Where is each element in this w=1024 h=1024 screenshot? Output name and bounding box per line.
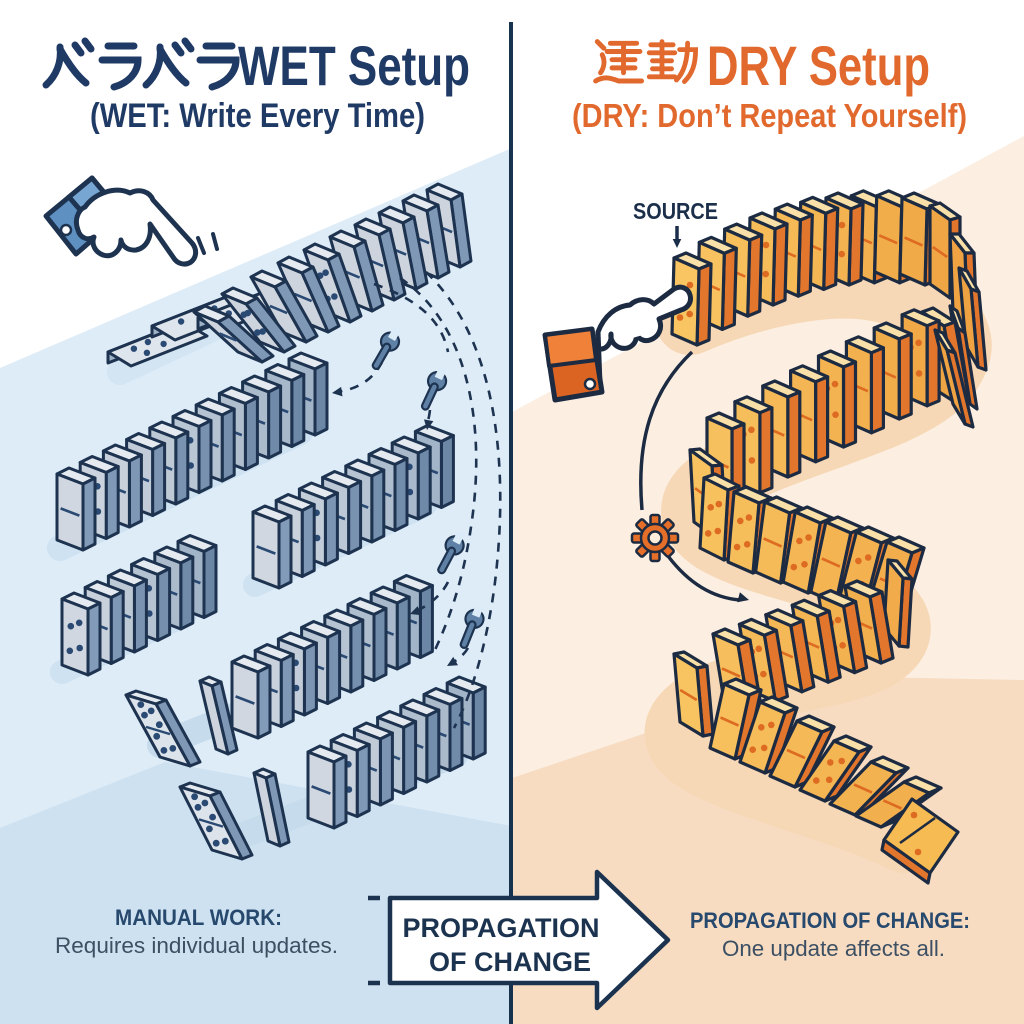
svg-text:Requires individual updates.: Requires individual updates.: [55, 933, 338, 958]
svg-text:(WET: Write Every Time): (WET: Write Every Time): [90, 97, 425, 135]
svg-text:One update affects all.: One update affects all.: [722, 936, 945, 961]
svg-text:PROPAGATION: PROPAGATION: [402, 913, 599, 943]
svg-text:MANUAL WORK:: MANUAL WORK:: [115, 905, 282, 930]
svg-text:PROPAGATION OF CHANGE:: PROPAGATION OF CHANGE:: [690, 908, 970, 933]
svg-text:(DRY: Don’t Repeat Yourself): (DRY: Don’t Repeat Yourself): [572, 97, 967, 134]
svg-text:OF CHANGE: OF CHANGE: [429, 947, 591, 977]
svg-text:DRY Setup: DRY Setup: [707, 34, 930, 97]
svg-text:SOURCE: SOURCE: [633, 198, 718, 224]
svg-text:WET Setup: WET Setup: [238, 34, 470, 97]
